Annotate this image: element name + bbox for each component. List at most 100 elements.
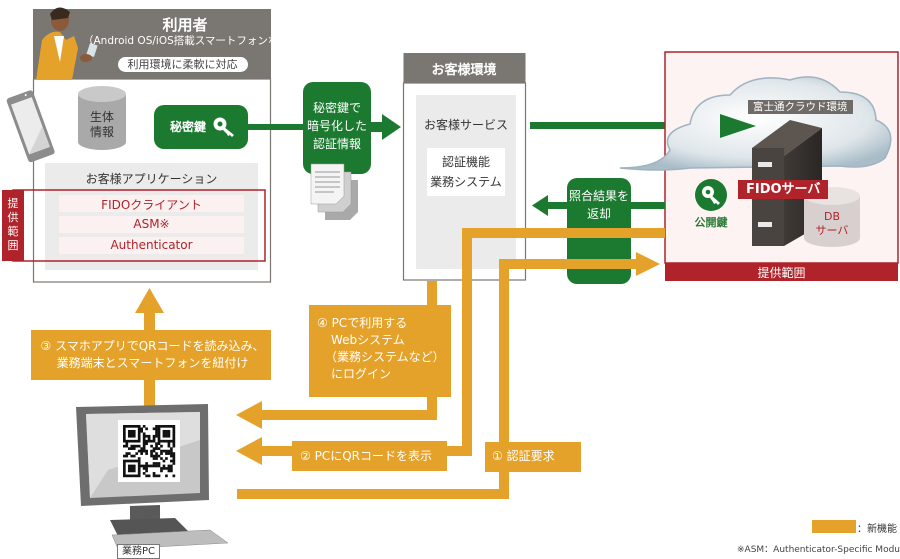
qr-module [160,425,163,428]
qr-module [172,462,176,465]
flow3-arrow-head [135,288,164,313]
qr-module [150,449,153,453]
qr-module [162,429,166,433]
fido-request-arrow-head [720,114,756,138]
encrypted-info-box [303,82,371,174]
qr-module [132,432,136,436]
user-subtitle: （Android OS/iOS搭載スマートフォンなど） [83,35,300,47]
qr-module [162,467,166,470]
app-title: お客様アプリケーション [85,172,218,186]
qr-module [155,452,158,455]
pc-label: 業務PC [117,544,161,559]
qr-module [145,449,148,453]
system-line-1: 認証機能 [441,155,490,169]
qr-module [125,459,129,463]
qr-module [150,454,153,458]
qr-module [172,442,176,446]
provision-side-label: 提供範囲 [7,197,19,252]
qr-module [162,439,166,443]
qr-module [127,459,131,463]
qr-module [172,444,176,448]
cloud-label: 富士通クラウド環境 [748,100,853,114]
qr-module [170,449,173,453]
qr-module [145,474,148,478]
qr-module [157,432,161,436]
qr-module [160,467,163,470]
qr-module [137,462,141,465]
qr-module [167,452,171,455]
qr-module [170,454,173,458]
qr-module [150,444,153,448]
qr-module [162,464,166,468]
qr-module [160,449,163,453]
qr-module [165,474,168,478]
qr-module [123,432,126,436]
qr-module [145,467,148,470]
qr-module [130,439,134,443]
qr-module [132,444,136,448]
qr-module [167,439,171,443]
qr-module [172,452,176,455]
qr-module [150,452,153,455]
qr-module [147,434,151,438]
qr-module [167,434,171,438]
qr-module [135,459,139,463]
qr-module [127,439,131,443]
qr-module [130,429,134,433]
qr-module [125,474,129,478]
qr-module [157,429,161,433]
qr-module [155,447,158,450]
step4-line-2: Webシステム [331,333,405,347]
fido-server-label-wrap: FIDOサーバ [738,178,829,199]
flexible-badge: 利用環境に柔軟に対応 [117,57,248,72]
qr-module [137,474,141,478]
qr-module [137,457,141,460]
auth-system-box [427,148,505,196]
qr-module [125,452,129,455]
qr-module [147,439,151,443]
qr-module [155,429,158,433]
documents-icon [310,163,358,220]
qr-module [123,469,126,473]
qr-module [127,452,131,455]
qr-module [123,467,126,470]
qr-module [167,425,171,428]
qr-module [157,474,161,478]
customer-service-label: お客様サービス [423,118,508,132]
qr-module [152,437,156,441]
qr-module [152,439,156,443]
db-server-label: DB サーバ [804,210,860,238]
qr-module [157,425,161,428]
qr-module [123,429,126,433]
qr-module [145,464,148,468]
qr-module [152,454,156,458]
qr-module [145,434,148,438]
qr-module [135,474,139,478]
qr-module [123,434,126,438]
qr-module [165,449,168,453]
qr-module [172,427,176,431]
provided-item-bg-2 [59,237,244,254]
qr-module [172,454,176,458]
encrypted-line-1: 秘密鍵で [312,101,361,115]
qr-module [155,432,158,436]
flow2-arrow-head [236,437,262,465]
qr-module [123,444,126,448]
qr-module [170,464,173,468]
encrypted-arrow-head [371,114,401,140]
flow4-arrow-head [236,401,262,429]
qr-module [167,444,171,448]
fujitsu-provision [619,51,899,281]
qr-module [165,432,168,436]
qr-module [147,437,151,441]
qr-module [167,442,171,446]
qr-module [132,447,136,450]
qr-module [155,462,158,465]
fujitsu-provision-footer [665,263,898,281]
person-illustration [36,7,98,80]
qr-module [123,472,126,475]
qr-module [123,459,126,463]
legend-swatch [812,520,856,533]
provided-item-fido-client: FIDOクライアント [101,198,202,212]
user-title: 利用者 [162,16,208,34]
